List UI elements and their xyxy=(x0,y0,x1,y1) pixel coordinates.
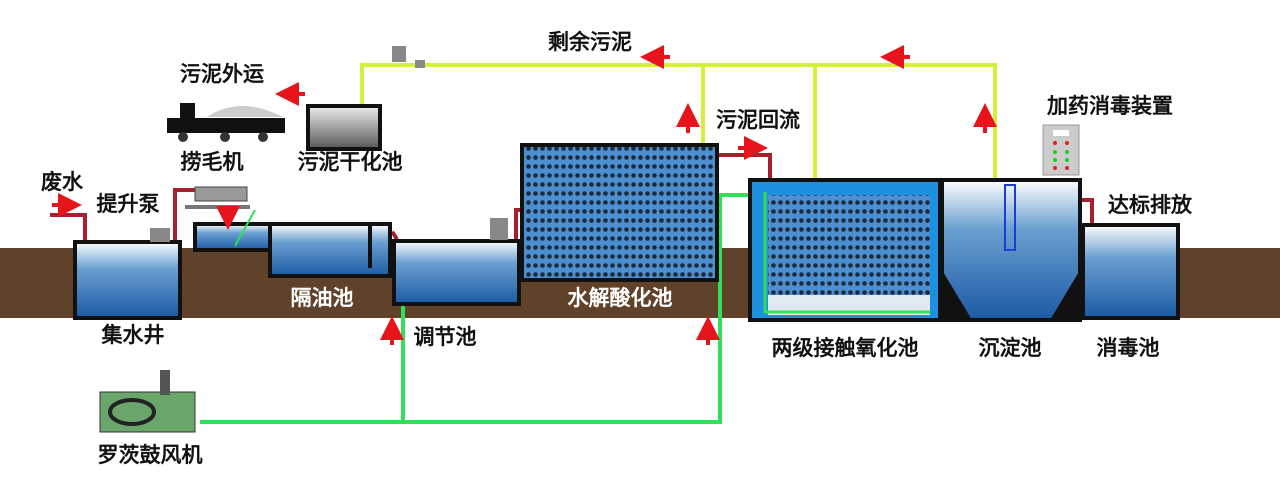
label-discharge: 达标排放 xyxy=(1108,193,1192,217)
sludge-drying-tank-shape xyxy=(306,104,382,151)
label-wastewater: 废水 xyxy=(41,170,83,194)
label-sedimentation-tank: 沉淀池 xyxy=(978,336,1042,360)
label-collection-well: 集水井 xyxy=(101,323,165,347)
label-oil-separator: 隔油池 xyxy=(290,286,354,310)
label-hair-catcher: 捞毛机 xyxy=(180,150,244,174)
hair-catcher-machine-icon xyxy=(185,186,250,209)
label-surplus-sludge: 剩余污泥 xyxy=(548,30,632,54)
label-roots-blower: 罗茨鼓风机 xyxy=(97,443,203,467)
hydrolysis-tank-shape xyxy=(520,143,719,282)
label-disinfection-tank: 消毒池 xyxy=(1096,336,1160,360)
label-sludge-return: 污泥回流 xyxy=(716,108,800,132)
roots-blower-icon xyxy=(99,370,196,433)
label-equalization-tank: 调节池 xyxy=(413,325,477,349)
label-sludge-transport: 污泥外运 xyxy=(180,62,264,86)
truck-icon xyxy=(167,103,285,142)
collection-well-tank xyxy=(73,240,182,320)
label-sludge-drying-tank: 污泥干化池 xyxy=(297,150,403,174)
dosing-device-icon xyxy=(1042,124,1080,176)
label-dosing-device: 加药消毒装置 xyxy=(1047,94,1173,118)
disinfection-tank-shape xyxy=(1081,223,1180,320)
label-hydrolysis-tank: 水解酸化池 xyxy=(567,286,673,310)
flow-arrows xyxy=(52,45,997,345)
label-lift-pump: 提升泵 xyxy=(96,192,160,216)
pump-icon xyxy=(150,46,508,242)
label-contact-oxidation-tank: 两级接触氧化池 xyxy=(771,336,919,360)
equalization-tank-shape xyxy=(392,239,521,306)
skimmer-tank xyxy=(193,222,272,252)
